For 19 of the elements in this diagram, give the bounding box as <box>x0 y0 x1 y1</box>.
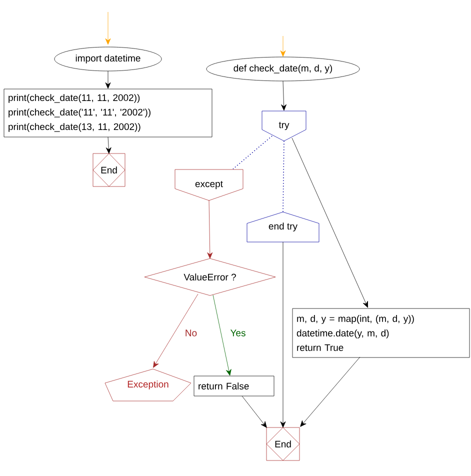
process-box: return False <box>194 376 274 396</box>
edge-label: Yes <box>230 330 246 336</box>
arrow <box>105 70 111 89</box>
process-box: m, d, y = map(int, (m, d, y)) datetime.date(y, m, d) return True <box>292 308 470 358</box>
arrow <box>212 294 232 376</box>
arrow <box>207 200 213 259</box>
edge-label: No <box>186 330 197 336</box>
arrow <box>292 138 368 308</box>
arrow <box>105 12 111 45</box>
arrow <box>280 36 286 57</box>
end-box: End <box>266 427 300 461</box>
end-box: End <box>92 153 126 187</box>
process-box: print(check_date(11, 11, 2002)) print(check_date('11', '11', '2002')) print(check_date(13, 11, 2002)) <box>4 88 212 138</box>
arrow <box>242 396 267 428</box>
arrow <box>106 136 112 154</box>
arrow <box>300 356 360 427</box>
arrow <box>281 80 287 111</box>
arrow <box>153 294 198 368</box>
arrow <box>280 242 286 428</box>
